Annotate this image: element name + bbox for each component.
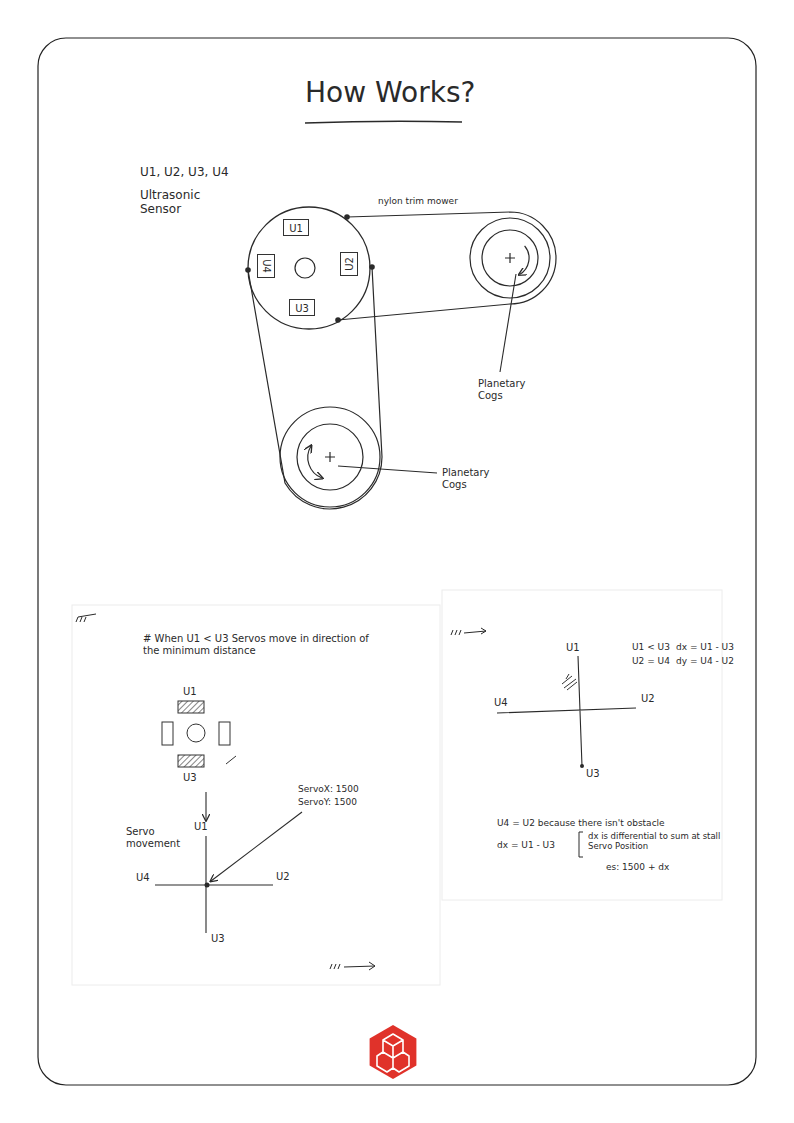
bracket [579,832,583,857]
leader-line [500,274,516,372]
servo-value: ServoX: 1500 [298,784,359,795]
axis-label: U4 [494,697,508,709]
cog-outer [280,407,380,507]
formula: dx = U1 - U3 [497,840,555,851]
page-mark [330,964,375,969]
servo-axes [155,836,273,933]
page-title: How Works? [305,76,475,110]
sensor-list: U1, U2, U3, U4 [140,165,229,179]
center-hub [187,724,205,742]
leader-line [338,466,437,473]
sensor-box: U3 [289,299,315,316]
sensor-box [219,722,230,745]
center-hub [295,258,315,278]
anchor-dot [335,317,341,323]
anchor-dot [344,214,350,220]
photo-panel [442,590,722,900]
page-mark [76,614,96,622]
axis-label: U4 [136,872,150,884]
formula: dy = U4 - U2 [676,656,734,667]
axis-label: U2 [276,871,290,883]
part-name: nylon trim mower [378,196,458,207]
page-mark [369,962,375,970]
rule-note: # When U1 < U3 Servos move in direction … [143,633,378,657]
title-underline [305,121,462,123]
photo-panel [72,605,440,985]
axis-label: U1 [566,642,580,654]
page-mark [481,628,486,634]
page-mark [451,630,486,635]
part-name: Planetary Cogs [442,467,504,491]
sensor-box: U4 [257,254,275,278]
rotation-arrow [308,446,322,478]
sensor-caption: Ultrasonic Sensor [140,188,222,217]
formula: dx = U1 - U3 [676,642,734,653]
tick-mark [226,756,236,764]
down-arrow [205,792,206,820]
sensor-box: U1 [283,219,309,236]
axis-label: U1 [194,821,208,833]
sensor-label: U1 [183,686,197,698]
sensor-active [178,701,204,713]
axis-label: U3 [586,768,600,780]
condition: U2 = U4 [632,656,670,667]
sensor-box [162,722,173,745]
cog-center [325,452,335,462]
cog-outer [470,218,550,298]
part-name: Planetary Cogs [478,378,540,402]
anchor-dot [245,267,251,273]
nylon-line [338,212,556,320]
cog-center [505,253,515,263]
anchor-dot [369,264,375,270]
formula: es: 1500 + dx [606,862,669,873]
sensor-label: U2 [344,257,355,271]
page-border [38,38,756,1085]
sensor-label: U3 [183,772,197,784]
servo-scribble [562,674,577,690]
note: U4 = U2 because there isn't obstacle [497,818,665,829]
sensor-label: U4 [261,259,272,273]
servo-value: ServoY: 1500 [298,797,357,808]
servo-axes [497,656,636,766]
sensor-active [178,755,204,767]
axis-label: U3 [211,933,225,945]
rotation-arrow [520,246,530,275]
servo-position [205,883,210,888]
axis-caption: Servo movement [126,826,186,850]
logo-mark [377,1034,409,1072]
nylon-line [248,267,382,509]
condition: U1 < U3 [632,642,670,653]
leader-line [211,812,302,881]
note: dx is differential to sum at stall Servo… [588,831,728,851]
sensor-disc [248,207,370,329]
sensor-label: U3 [295,302,309,313]
axis-end [580,764,584,768]
cog-inner [297,424,363,490]
sensor-box: U2 [340,252,358,276]
axis-label: U2 [641,693,655,705]
cog-inner [482,230,538,286]
sensor-label: U1 [289,222,303,233]
logo [370,1025,417,1079]
